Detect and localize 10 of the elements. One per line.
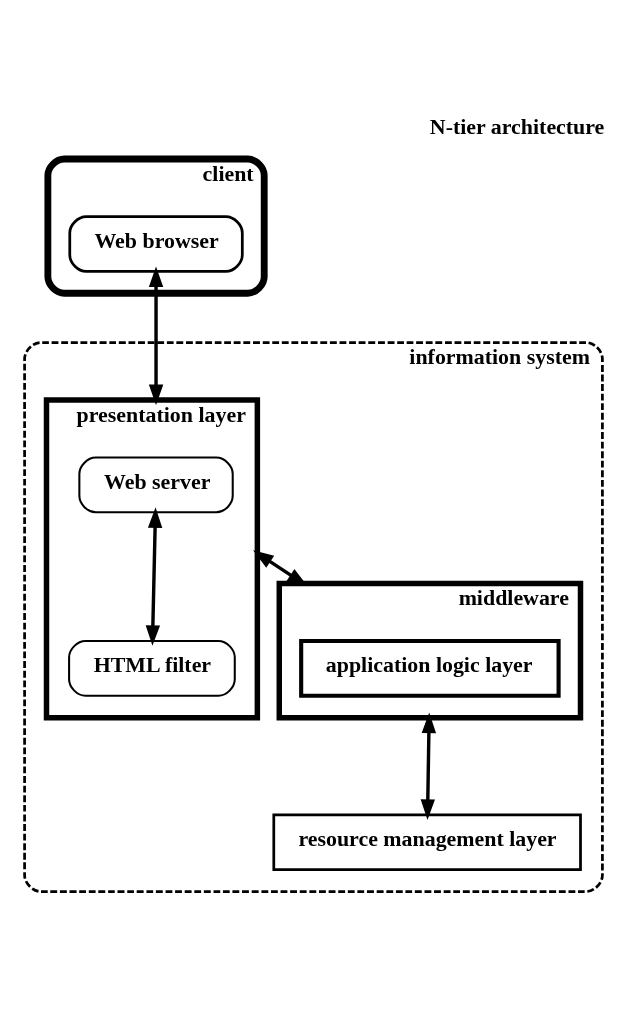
node-box: HTML filter bbox=[68, 639, 236, 697]
node-box: resource management layer bbox=[272, 813, 582, 872]
arrow bbox=[420, 712, 437, 820]
diagram-title: N-tier architecture bbox=[429, 114, 605, 140]
node-box: Web server bbox=[78, 456, 234, 514]
node-box: Web browser bbox=[68, 215, 244, 273]
arrow bbox=[253, 550, 308, 587]
node-box: application logic layer bbox=[299, 638, 561, 698]
arrow bbox=[148, 266, 164, 406]
arrow bbox=[145, 507, 163, 646]
